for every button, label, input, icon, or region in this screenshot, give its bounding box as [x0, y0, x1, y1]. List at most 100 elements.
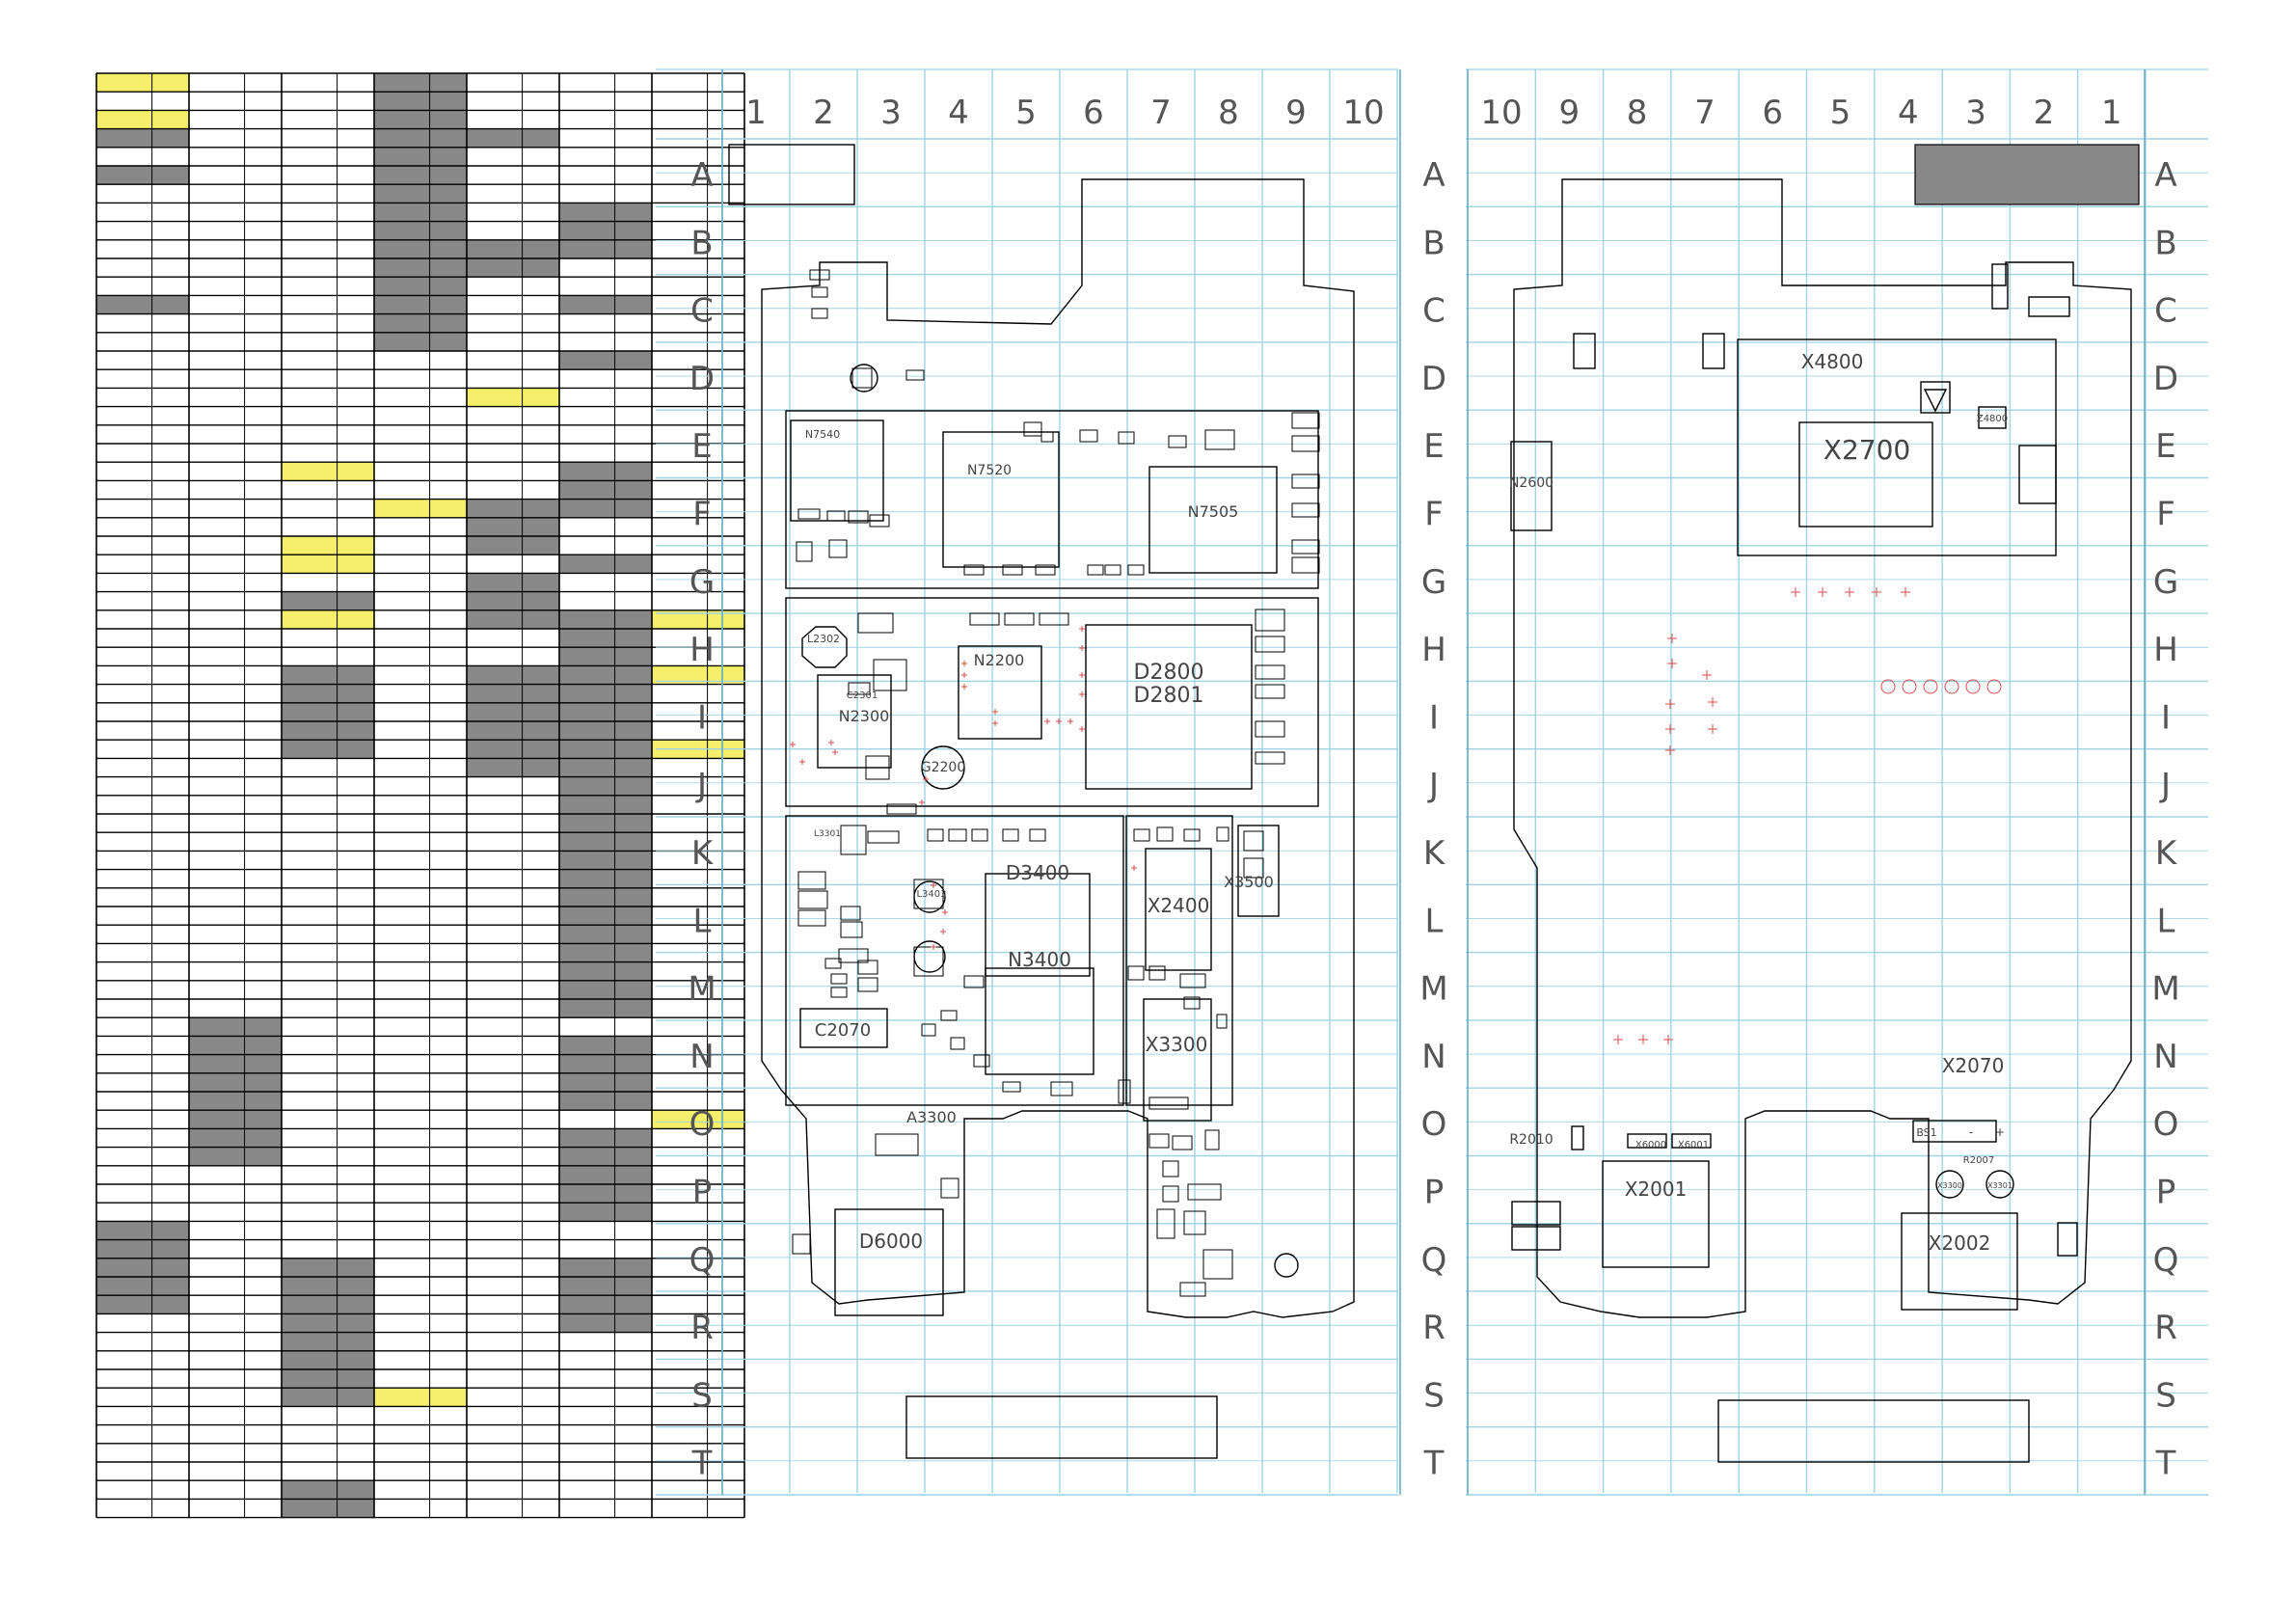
component-pad — [1029, 828, 1046, 842]
table-cell — [374, 110, 467, 129]
component-pad — [1179, 973, 1206, 988]
table-cell — [559, 1295, 652, 1314]
testpoint-circle — [1902, 679, 1917, 694]
row-letter-label: H — [689, 631, 715, 669]
component-pad — [1002, 564, 1023, 576]
table-cell — [374, 203, 467, 222]
shield-can — [785, 597, 1319, 807]
table-cell — [559, 1313, 652, 1333]
connector-pad — [905, 1395, 1218, 1459]
testpoint-marker — [992, 720, 998, 726]
table-cell — [559, 239, 652, 258]
column-number-label: 10 — [1342, 94, 1384, 132]
table-cell — [467, 740, 559, 759]
component-pad — [1291, 539, 1320, 555]
row-letter-label: S — [1423, 1376, 1445, 1415]
row-letter-label: E — [691, 427, 712, 466]
table-cell — [96, 1258, 189, 1277]
component-label: G2200 — [921, 760, 965, 775]
table-cell — [282, 536, 374, 555]
row-letter-label: D — [1421, 360, 1446, 398]
table-cell — [189, 1147, 282, 1166]
battery-g2200 — [921, 745, 965, 790]
row-letter-label: N — [689, 1038, 714, 1076]
table-cell — [282, 1277, 374, 1296]
inductor-round — [1274, 1253, 1299, 1278]
component-pad — [1255, 684, 1285, 699]
component-pad — [1187, 1183, 1222, 1201]
component-pad — [1039, 612, 1069, 626]
table-cell — [282, 1258, 374, 1277]
table-cell — [559, 980, 652, 999]
table-cell — [282, 555, 374, 574]
row-letter-label: B — [1422, 224, 1445, 262]
row-letter-label: L — [2157, 902, 2175, 940]
crystal-x3500 — [1237, 825, 1280, 917]
row-letter-label: S — [691, 1376, 713, 1415]
component-pad — [851, 367, 873, 389]
testpoint-marker — [1901, 587, 1910, 597]
component-label: D2801 — [1134, 684, 1204, 708]
testpoint-marker — [1613, 1035, 1623, 1044]
table-cell — [652, 665, 744, 685]
table-cell — [189, 1092, 282, 1111]
component-pad — [1243, 857, 1264, 879]
table-cell — [467, 684, 559, 703]
row-letter-label: O — [1421, 1105, 1447, 1144]
table-cell — [282, 1350, 374, 1369]
component-pad — [1627, 1133, 1667, 1149]
testpoint-marker — [1667, 659, 1677, 668]
component-pad — [1202, 1249, 1233, 1280]
row-letter-label: O — [689, 1105, 716, 1144]
row-letter-label: R — [690, 1309, 714, 1347]
table-cell — [559, 629, 652, 648]
component-pad — [1216, 826, 1229, 842]
column-number-label: 9 — [1285, 94, 1307, 132]
column-number-label: 7 — [1694, 94, 1715, 132]
row-letter-label: P — [2156, 1174, 2176, 1212]
table-cell — [189, 1128, 282, 1148]
component-pad — [867, 830, 900, 844]
table-cell — [559, 1072, 652, 1092]
testpoint-marker — [1131, 865, 1137, 871]
board-outline-right — [1513, 178, 2132, 1318]
connector-x2070 — [1912, 1120, 1997, 1143]
table-cell — [189, 1054, 282, 1073]
component-pad — [1148, 1096, 1189, 1110]
testpoint-circle — [1944, 679, 1959, 694]
component-pad — [1204, 429, 1235, 450]
table-cell — [467, 536, 559, 555]
component-pad — [940, 1177, 959, 1199]
component-pad — [927, 828, 944, 842]
column-number-label: 3 — [1965, 94, 1986, 132]
row-letter-label: F — [2156, 496, 2175, 534]
testpoint-marker — [1067, 718, 1073, 724]
row-letter-label: K — [1423, 834, 1446, 873]
component-pad — [848, 510, 869, 524]
component-label: R2007 — [1963, 1155, 1994, 1166]
table-cell — [559, 758, 652, 777]
table-cell — [467, 609, 559, 629]
row-letter-label: J — [2159, 767, 2171, 805]
component-round — [1935, 1170, 1964, 1199]
board-outline-left — [761, 178, 1355, 1318]
table-cell — [559, 609, 652, 629]
table-cell — [559, 1128, 652, 1148]
row-letter-label: G — [689, 563, 715, 602]
table-cell — [559, 1184, 652, 1204]
column-number-label: 9 — [1558, 94, 1580, 132]
row-letter-label: C — [2154, 292, 2177, 331]
table-cell — [374, 239, 467, 258]
table-cell — [282, 591, 374, 610]
chip-x2400 — [1145, 848, 1212, 971]
table-cell — [374, 332, 467, 351]
shield-can — [1125, 815, 1233, 1106]
testpoint-marker — [799, 759, 805, 765]
chip-d2800 — [1085, 624, 1253, 790]
component-pad — [1511, 1226, 1561, 1251]
testpoint-marker — [1708, 697, 1717, 707]
component-label: X6000 — [1635, 1140, 1666, 1150]
component-pad — [797, 909, 826, 927]
component-pad — [826, 510, 846, 522]
